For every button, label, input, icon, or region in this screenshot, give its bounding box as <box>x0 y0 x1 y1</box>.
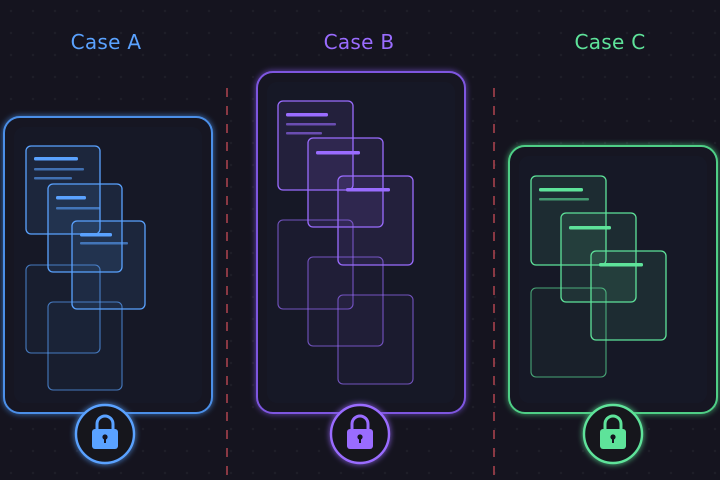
case-a-doc-3-line <box>80 242 128 245</box>
case-b-lock-badge <box>329 403 391 465</box>
case-b-group <box>256 71 466 465</box>
case-b-inner-panel <box>267 82 455 403</box>
case-c-doc-4 <box>530 287 607 378</box>
case-b-doc-1-line <box>286 113 328 117</box>
case-a-doc-2-line <box>56 207 100 210</box>
padlock-icon <box>347 414 373 449</box>
case-c-doc-2-line <box>569 226 611 230</box>
case-a-doc-5 <box>47 301 123 391</box>
case-c-doc-3-line <box>599 263 643 267</box>
case-a-doc-1-line <box>34 177 72 180</box>
case-c-doc-3 <box>590 250 667 341</box>
case-b-doc-3-line <box>346 188 390 192</box>
padlock-icon <box>92 414 118 449</box>
case-a-doc-1-line <box>34 168 84 171</box>
case-a-doc-1-line <box>34 157 78 161</box>
case-c-doc-1-line <box>539 188 583 192</box>
case-a-group <box>3 116 213 465</box>
case-b-doc-1-line <box>286 132 322 135</box>
case-c-doc-1-line <box>539 198 589 201</box>
case-a-doc-2-line <box>56 196 86 200</box>
case-a-doc-2 <box>47 183 123 273</box>
case-b-doc-6 <box>337 294 414 385</box>
padlock-icon <box>600 414 626 449</box>
case-a-lock-badge <box>74 403 136 465</box>
case-c-title: Case C <box>574 30 646 54</box>
case-b-doc-2-line <box>316 151 360 155</box>
case-b-doc-4 <box>277 219 354 310</box>
case-b-title: Case B <box>323 30 395 54</box>
case-b-doc-2 <box>307 137 384 228</box>
case-c-doc-2 <box>560 212 637 303</box>
case-a-doc-3-line <box>80 233 112 237</box>
case-b-doc-1-line <box>286 123 336 126</box>
case-c-group <box>508 145 718 465</box>
case-a-title: Case A <box>70 30 142 54</box>
case-a-doc-4 <box>25 264 101 354</box>
case-b-doc-5 <box>307 256 384 347</box>
case-c-inner-panel <box>519 156 707 403</box>
case-c-lock-badge <box>582 403 644 465</box>
